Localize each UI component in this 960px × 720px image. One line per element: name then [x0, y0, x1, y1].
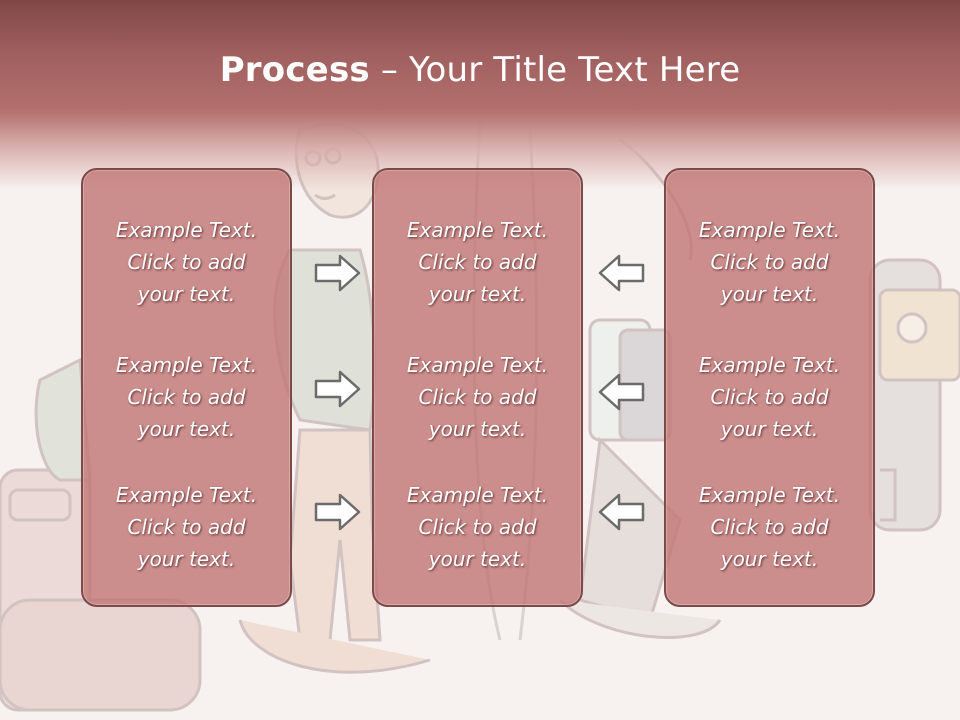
text-line: Example Text. [698, 483, 841, 507]
text-line: your text. [428, 547, 527, 571]
text-block[interactable]: Example Text. Click to add your text. [666, 214, 873, 310]
process-box-center[interactable]: Example Text. Click to add your text. Ex… [372, 168, 583, 607]
text-block[interactable]: Example Text. Click to add your text. [374, 479, 581, 575]
text-block[interactable]: Example Text. Click to add your text. [666, 479, 873, 575]
text-line: your text. [720, 417, 819, 441]
text-line: Click to add [710, 250, 829, 274]
text-line: Example Text. [406, 218, 549, 242]
text-line: Click to add [418, 515, 537, 539]
text-block[interactable]: Example Text. Click to add your text. [374, 214, 581, 310]
process-box-left[interactable]: Example Text. Click to add your text. Ex… [81, 168, 292, 607]
title-band [0, 0, 960, 190]
process-box-right[interactable]: Example Text. Click to add your text. Ex… [664, 168, 875, 607]
text-line: Click to add [127, 515, 246, 539]
slide-title[interactable]: Process – Your Title Text Here [0, 50, 960, 90]
text-line: Example Text. [406, 483, 549, 507]
arrow-left-icon [598, 373, 645, 411]
text-line: your text. [720, 547, 819, 571]
text-line: Example Text. [115, 353, 258, 377]
text-line: Click to add [710, 385, 829, 409]
text-block[interactable]: Example Text. Click to add your text. [83, 479, 290, 575]
text-line: Click to add [127, 385, 246, 409]
text-line: Click to add [418, 385, 537, 409]
text-line: Example Text. [698, 218, 841, 242]
text-line: Click to add [127, 250, 246, 274]
text-line: Example Text. [115, 483, 258, 507]
text-block[interactable]: Example Text. Click to add your text. [666, 349, 873, 445]
text-line: Example Text. [115, 218, 258, 242]
text-line: your text. [137, 547, 236, 571]
arrow-left-icon [598, 254, 645, 292]
text-block[interactable]: Example Text. Click to add your text. [83, 349, 290, 445]
text-line: your text. [137, 282, 236, 306]
text-line: your text. [428, 417, 527, 441]
text-line: your text. [137, 417, 236, 441]
title-rest: – Your Title Text Here [369, 50, 741, 90]
arrow-left-icon [598, 493, 645, 531]
text-line: Click to add [418, 250, 537, 274]
arrow-right-icon [314, 493, 361, 531]
text-line: your text. [428, 282, 527, 306]
title-bold: Process [219, 50, 370, 90]
text-line: Example Text. [698, 353, 841, 377]
text-block[interactable]: Example Text. Click to add your text. [374, 349, 581, 445]
text-line: your text. [720, 282, 819, 306]
arrow-right-icon [314, 370, 361, 408]
arrow-right-icon [314, 254, 361, 292]
text-block[interactable]: Example Text. Click to add your text. [83, 214, 290, 310]
text-line: Click to add [710, 515, 829, 539]
text-line: Example Text. [406, 353, 549, 377]
